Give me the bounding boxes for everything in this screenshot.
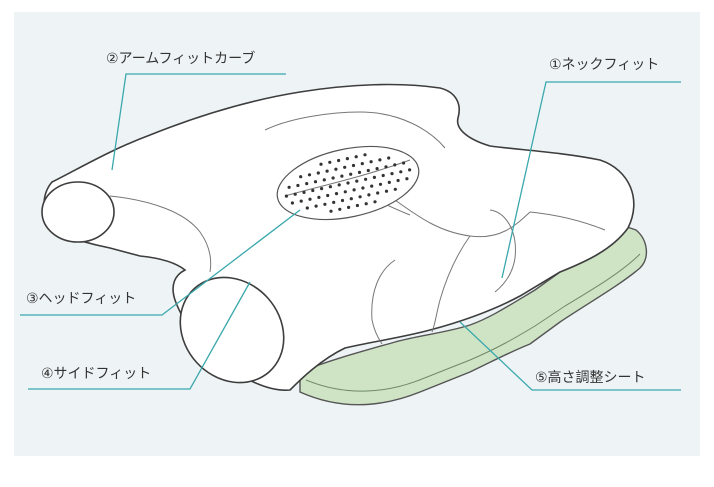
perforation-hole [328,160,332,164]
perforation-hole [307,173,312,177]
leader-arm-fit [111,73,286,171]
perforation-hole [402,161,406,165]
perforation-hole [376,191,380,195]
perforation-hole [375,167,379,171]
perforation-hole [308,197,312,201]
perforation-hole [358,195,362,199]
perforation-hole [369,160,373,164]
perforation-hole [343,190,347,194]
perforation-hole [360,162,364,166]
perforation-hole [363,153,367,157]
perforation-hole [354,155,358,159]
perforation-hole [372,175,376,179]
perforation-hole [334,167,338,171]
perforation-hole [313,180,318,184]
perforation-hole [332,200,336,204]
perforation-hole [396,178,400,183]
perforation-hole [302,190,306,194]
perforation-hole [338,207,342,211]
perforation-hole [355,203,359,208]
perforation-hole [393,163,397,167]
pillow-contours [109,111,606,345]
perforation-hole [384,165,388,169]
perforation-hole [325,169,329,173]
perforation-hole [364,177,368,181]
perforation-hole [311,188,315,193]
label-arm-fit-curve: ②アームフィットカーブ [106,51,256,67]
label-neck-fit: ①ネックフィット [549,57,660,73]
perforation-hole [328,185,332,189]
perforation-hole [393,187,397,191]
height-sheet-edge-line [305,253,641,392]
perforation-hole [299,175,303,179]
perforation-hole [319,162,323,166]
side-fit-roll-end [179,276,285,384]
perforation-hole [287,185,291,189]
leader-lines [20,73,681,391]
leader-height-sheet [459,321,681,391]
leader-neck-fit [501,81,681,279]
perforation-hole [408,168,412,172]
arm-fit-roll-end [41,181,115,243]
perforation-hole [314,204,318,208]
perforation-hole [347,205,351,209]
perforation-hole [357,170,362,174]
perforation-hole [305,206,309,210]
leader-head-fit [20,209,301,316]
perforation-hole [296,183,300,188]
perforation-hole [329,209,333,213]
perforation-hole [366,168,370,173]
perforation-hole [405,177,409,181]
perforation-hole [320,187,324,191]
perforation-hole [370,184,374,188]
leader-side-fit [28,281,251,390]
perforation-hole [367,193,371,197]
perforation-hole [337,183,341,187]
label-side-fit: ④サイドフィット [41,366,152,382]
perforation-hole [326,193,330,198]
head-fit-holes [284,153,412,213]
perforation-hole [399,170,403,174]
perforation-hole [340,174,344,178]
perforation-hole [355,179,359,183]
label-head-fit: ③ヘッドフィット [26,291,137,307]
perforation-hole [373,200,377,204]
perforation-hole [334,192,339,196]
perforation-hole [349,172,353,176]
perforation-hole [345,157,349,161]
perforation-hole [384,189,389,193]
perforation-hole [343,165,347,169]
perforation-hole [346,181,350,185]
perforation-hole [323,202,327,206]
perforation-hole [387,156,391,160]
label-height-adjustment-sheet: ⑤高さ調整シート [535,370,646,386]
perforation-hole [351,163,356,168]
perforation-hole [290,201,294,205]
perforation-hole [284,194,288,198]
perforation-hole [322,178,326,182]
perforation-hole [337,158,341,163]
height-adjustment-sheet [299,221,647,406]
perforation-hole [331,176,335,180]
perforation-hole [387,180,391,184]
perforation-hole [299,199,303,203]
perforation-hole [378,182,383,186]
pillow-body [43,83,635,391]
perforation-hole [305,182,309,186]
perforation-hole [364,202,368,206]
perforation-hole [349,197,353,201]
perforation-hole [390,172,394,176]
perforation-hole [381,173,385,178]
perforation-hole [352,188,356,192]
perforation-hole [361,186,365,190]
perforation-hole [378,158,382,162]
perforation-hole [293,192,297,196]
perforation-hole [316,171,320,175]
perforation-hole [340,198,345,203]
perforation-hole [317,195,321,199]
